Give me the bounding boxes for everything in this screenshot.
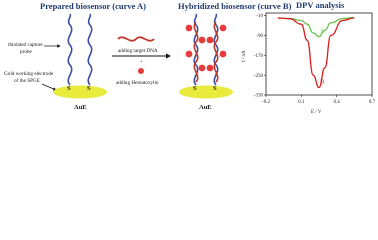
dpv-y-axis-label: I / nA [242, 50, 247, 62]
dpv-chart: DPV analysis I / nA E / V -0.2 0.1 0.4 0.7 -… [242, 0, 376, 115]
title-prepared-biosensor: Prepared biosensor (curve A) [40, 1, 146, 11]
dpv-x-axis-label: E / V [311, 110, 322, 115]
sulfur-label-right-2: S [213, 85, 217, 92]
dpv-title: DPV analysis [296, 0, 345, 10]
capture-probe-left-1 [67, 13, 73, 86]
aue-label-right: AuE [199, 104, 212, 111]
dpv-y-tick-label: -90 [256, 34, 263, 39]
dpv-x-tick-label: -0.2 [262, 100, 270, 105]
dpv-y-tick-label: -10 [256, 14, 263, 19]
dpv-x-tick-label: 0.4 [334, 100, 341, 105]
title-hybridized-biosensor: Hybridized biosensor (curve B) [178, 1, 292, 11]
gold-electrode-label: Gold working electrode of the SPGE [4, 71, 55, 84]
hybridized-duplex-2 [213, 13, 219, 86]
dpv-x-tick-label: 0.7 [369, 100, 376, 105]
dpv-series-line-a [277, 16, 355, 38]
electrode-label-arrow [41, 83, 57, 91]
adding-hematoxylin-label: adding Hematoxylin [116, 80, 159, 86]
dpv-x-tick-label: 0.1 [298, 100, 305, 105]
hematoxylin-bound-dots [185, 24, 227, 72]
dpv-series-label-b: B [320, 79, 325, 86]
dpv-y-tick-label: -170 [254, 54, 264, 59]
gold-electrode-right [179, 85, 233, 99]
dpv-plot-frame [265, 12, 373, 96]
dpv-y-tick-label: -250 [254, 74, 264, 79]
sulfur-label-left-2: S [87, 85, 91, 92]
capture-probe-left-2 [87, 13, 93, 86]
biosensor-diagram: Prepared biosensor (curve A) Hybridized … [4, 0, 376, 115]
target-dna-strand-icon [117, 36, 155, 42]
hybridized-duplex-1 [193, 13, 199, 86]
adding-target-dna-label: adding target DNA [118, 48, 158, 54]
thiolated-probe-label: thiolated capture probe [8, 42, 44, 55]
dpv-y-tick-label: -330 [254, 94, 264, 99]
sulfur-label-right-1: S [193, 85, 197, 92]
aue-label-left: AuE [74, 104, 87, 111]
sulfur-label-left-1: S [67, 85, 71, 92]
plus-label: + [140, 59, 143, 65]
gold-electrode-left [53, 85, 107, 99]
dpv-series-line-b [277, 17, 355, 89]
dpv-series-label-a: A [320, 28, 325, 35]
hematoxylin-molecule-icon [138, 68, 144, 74]
